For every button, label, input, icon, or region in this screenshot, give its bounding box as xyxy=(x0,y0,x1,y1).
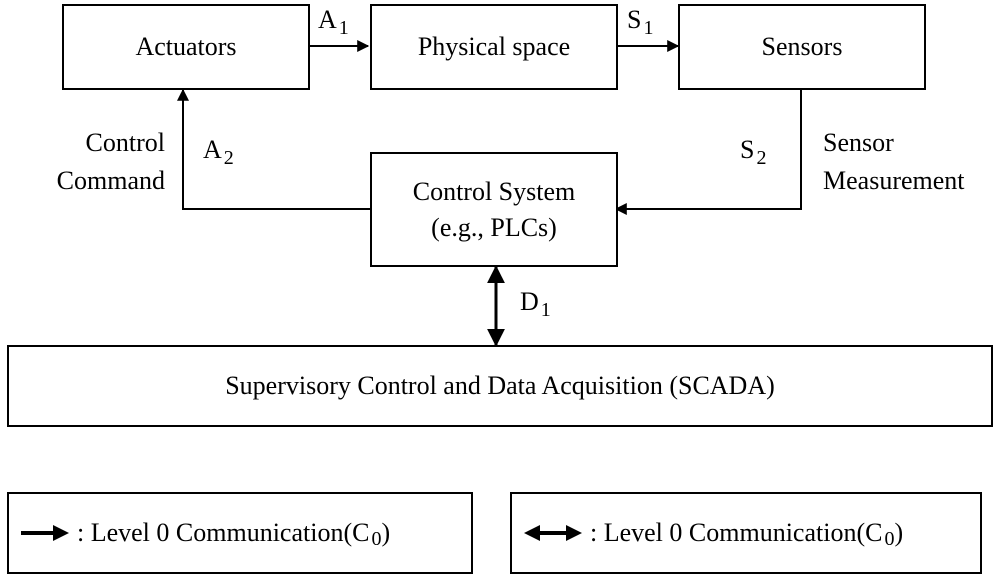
sensors-box: Sensors xyxy=(678,4,926,90)
sensor-measurement-annotation: Sensor Measurement xyxy=(823,128,965,195)
edge-a2-arrow xyxy=(177,88,371,210)
double-arrow-icon xyxy=(524,525,582,541)
edge-s2-arrow xyxy=(614,90,802,215)
control-system-label-line2: (e.g., PLCs) xyxy=(431,212,557,242)
scada-box: Supervisory Control and Data Acquisition… xyxy=(7,345,993,427)
control-command-annotation: Control Command xyxy=(56,128,165,195)
physical-space-label: Physical space xyxy=(417,32,571,62)
actuators-box: Actuators xyxy=(62,4,310,90)
scada-label: Supervisory Control and Data Acquisition… xyxy=(225,371,775,401)
single-arrow-icon xyxy=(21,525,69,541)
physical-space-box: Physical space xyxy=(370,4,618,90)
control-system-label-line1: Control System xyxy=(412,177,576,207)
control-system-box: Control System (e.g., PLCs) xyxy=(370,152,618,267)
sensors-label: Sensors xyxy=(761,32,843,62)
actuators-label: Actuators xyxy=(135,32,237,62)
